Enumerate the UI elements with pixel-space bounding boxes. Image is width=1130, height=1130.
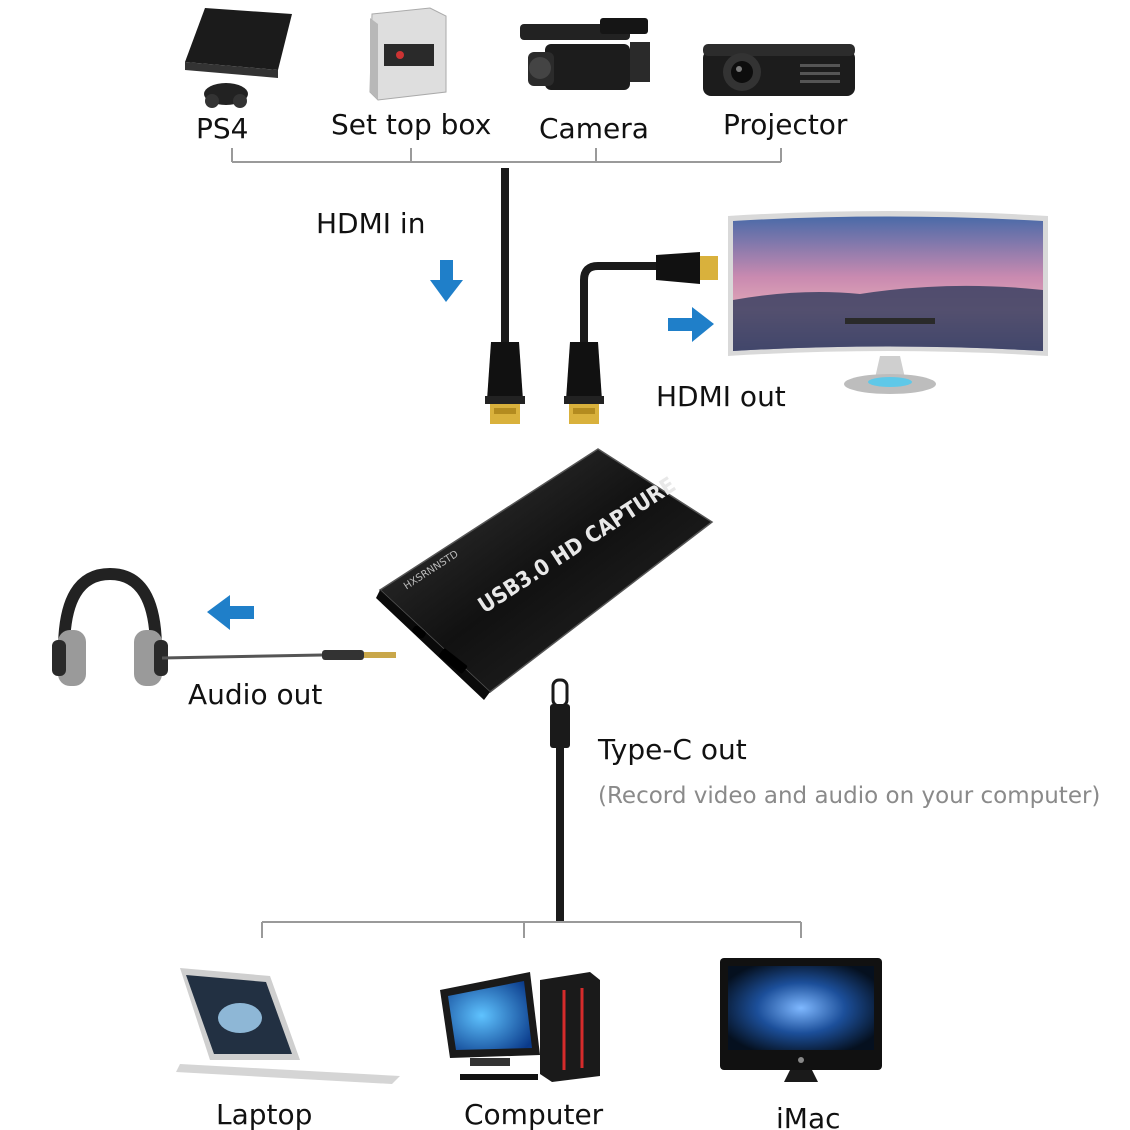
source-bracket	[231, 148, 782, 163]
computer-label-laptop: Laptop	[216, 1098, 313, 1130]
computer-label-imac: iMac	[776, 1102, 841, 1130]
imac-icon	[720, 958, 882, 1082]
ps4-console-icon	[185, 8, 292, 108]
hdmi-in-label: HDMI in	[316, 207, 426, 240]
hdmi-out-cable	[564, 252, 718, 424]
hdmi-in-cable	[485, 168, 525, 424]
headphones-icon	[52, 567, 168, 686]
type-c-out-label: Type-C out	[598, 733, 747, 766]
laptop-icon	[176, 968, 400, 1084]
curved-monitor-icon	[728, 211, 1048, 394]
computer-bracket	[261, 921, 802, 938]
source-label-projector: Projector	[723, 108, 848, 141]
type-c-note: (Record video and audio on your computer…	[598, 783, 1101, 809]
set-top-box-icon	[369, 7, 447, 101]
hdmi-in-arrow-icon	[430, 260, 463, 302]
camcorder-icon	[520, 18, 650, 90]
computer-label-computer: Computer	[464, 1098, 604, 1130]
source-label-ps4: PS4	[196, 112, 249, 145]
capture-device	[376, 448, 714, 700]
desktop-computer-icon	[440, 972, 600, 1082]
type-c-cable	[550, 678, 570, 922]
source-label-camera: Camera	[539, 112, 649, 145]
audio-out-label: Audio out	[188, 678, 323, 711]
hdmi-out-arrow-icon	[668, 307, 714, 342]
audio-cable	[161, 650, 396, 660]
audio-out-arrow-icon	[207, 595, 254, 630]
source-label-set-top-box: Set top box	[331, 108, 492, 141]
hdmi-out-label: HDMI out	[656, 380, 786, 413]
projector-icon	[703, 44, 855, 96]
